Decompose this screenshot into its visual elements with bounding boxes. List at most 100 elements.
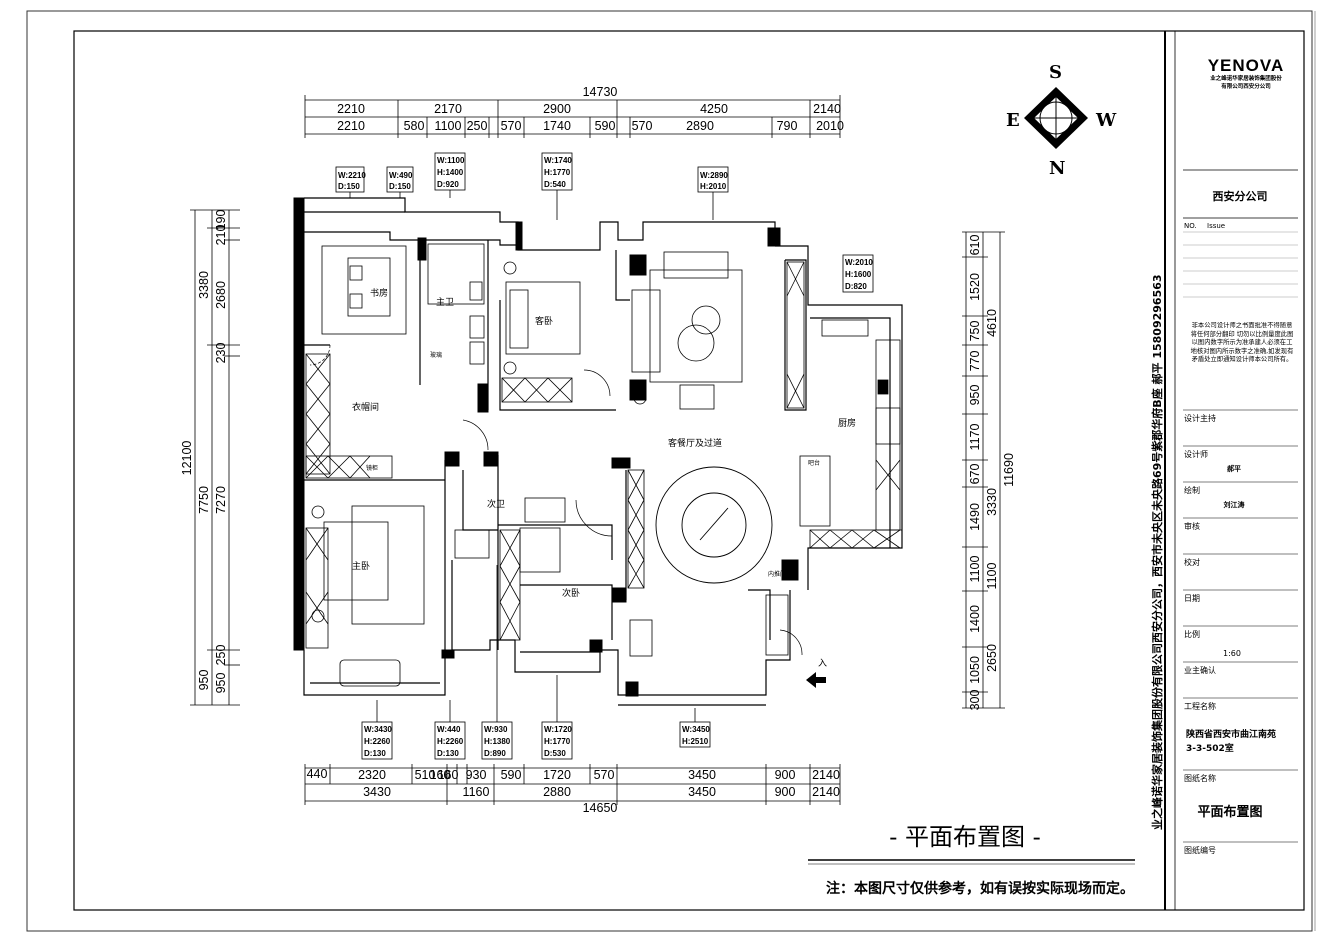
dim-bot-r1: 2140	[812, 768, 840, 782]
dim-bot-r2: 3430	[363, 785, 391, 799]
dim-right-c1: 1520	[968, 273, 982, 301]
designer-name: 郝平	[1227, 464, 1241, 473]
room-cloakroom: 衣帽间	[352, 401, 379, 413]
dim-bot-r2: 2880	[543, 785, 571, 799]
dim-left-c3: 210	[214, 225, 228, 246]
notice-text: 非本公司设计师之书面批准不得随意将任何部分翻印 切勿以比例量度此图以图内数字所示…	[1190, 322, 1294, 363]
door-swings	[309, 344, 803, 656]
dim-left-c1: 7750	[197, 486, 211, 514]
notice-box: 非本公司设计师之书面批准不得随意将任何部分翻印 切勿以比例量度此图以图内数字所示…	[1190, 322, 1294, 363]
dim-top-r2: 570	[501, 119, 522, 133]
dim-bot-total: 14650	[583, 801, 618, 815]
svg-text:H:1400: H:1400	[437, 168, 464, 177]
dim-right-c2: 2650	[985, 644, 999, 672]
bottom-dimensions: 440 2320 510 160 160 930 590 1720 570 34…	[304, 764, 841, 815]
vertical-company-text: 业之峰诺华家居装饰集团股份有限公司西安分公司，西安市未央区未央路69号紫郡华府B…	[1150, 274, 1164, 830]
right-dimensions: 610 1520 750 770 950 1170 670 1490 1100 …	[962, 231, 1016, 711]
window-tag: W:2890 H:2010	[697, 166, 728, 220]
room-second-bath: 次卫	[487, 498, 505, 510]
dim-bot-r1: 440	[307, 767, 328, 781]
room-second-bedroom: 次卧	[562, 587, 580, 599]
dim-bot-r1: 2320	[358, 768, 386, 782]
svg-text:H:1770: H:1770	[544, 168, 571, 177]
svg-text:W:3430: W:3430	[364, 725, 392, 734]
dim-right-total: 11690	[1002, 453, 1016, 487]
dim-top-r2: 570	[632, 119, 653, 133]
svg-text:D:820: D:820	[845, 282, 867, 291]
svg-text:D:540: D:540	[544, 180, 566, 189]
issue-label: Issue	[1207, 222, 1225, 230]
no-label: NO.	[1184, 222, 1197, 230]
svg-text:W:3450: W:3450	[682, 725, 710, 734]
dim-top-r2: 580	[404, 119, 425, 133]
dim-right-c1: 1050	[968, 656, 982, 684]
label-sliding-door: 内推门	[768, 570, 786, 578]
dim-top-r1: 2900	[543, 102, 571, 116]
drafter-label: 绘制	[1184, 485, 1200, 495]
drawing-name: 平面布置图	[1197, 804, 1262, 820]
inner-frame	[73, 30, 1305, 911]
wall-left	[293, 197, 305, 651]
svg-text:D:920: D:920	[437, 180, 459, 189]
drawing-title: - 平面布置图 -	[889, 823, 1040, 851]
review-label: 审核	[1184, 521, 1200, 531]
dim-left-c1: 950	[197, 670, 211, 691]
window-tags-bottom: W:3430 H:2260 D:130 W:440 H:2260 D:130 W…	[361, 565, 710, 760]
svg-text:D:530: D:530	[544, 749, 566, 758]
dim-left-c3: 190	[214, 210, 228, 231]
label-bar: 吧台	[808, 459, 820, 467]
room-labels: 书房 主卫 客卧 衣帽间 客餐厅及过道 厨房 次卫 主卧 次卧 镜柜 玻璃 吧台…	[352, 287, 856, 669]
room-living: 客餐厅及过道	[668, 437, 722, 449]
window-tag: W:3430 H:2260 D:130	[361, 700, 392, 760]
dim-bot-r1: 930	[466, 768, 487, 782]
dim-right-c2: 1100	[985, 563, 999, 590]
label-glass: 玻璃	[430, 351, 442, 359]
drawing-no-label: 图纸编号	[1184, 845, 1216, 855]
svg-text:W:1740: W:1740	[544, 156, 572, 165]
svg-text:W:2210: W:2210	[338, 171, 366, 180]
svg-text:W:2890: W:2890	[700, 171, 728, 180]
dim-left-c2: 2680	[214, 281, 228, 309]
dim-top-r2: 1740	[543, 119, 571, 133]
scale-label: 比例	[1184, 629, 1200, 639]
window-tag: W:2010 H:1600 D:820	[842, 254, 873, 293]
project-line1: 陕西省西安市曲江南苑	[1186, 728, 1276, 740]
logo-subtitle: 业之峰诺华家居装饰集团股份	[1210, 74, 1282, 82]
svg-text:W:930: W:930	[484, 725, 508, 734]
room-master-bath: 主卫	[436, 296, 454, 308]
dim-left-c2: 230	[214, 343, 228, 364]
dim-top-r1: 2140	[813, 102, 841, 116]
window-tags-top: W:2210 D:150 W:490 D:150 W:1100 H:1400 D…	[335, 152, 873, 293]
dim-top-r2: 590	[595, 119, 616, 133]
design-lead-label: 设计主持	[1184, 413, 1216, 423]
room-guest-bedroom: 客卧	[535, 315, 553, 327]
dim-top-r2: 250	[467, 119, 488, 133]
svg-text:W:1100: W:1100	[437, 156, 465, 165]
dim-right-c1: 670	[968, 464, 982, 485]
dim-right-c2: 4610	[985, 309, 999, 337]
dim-right-c1: 300	[968, 690, 982, 711]
top-dimensions: 14730 2210 2170 2900 4250 2140 2210 580 …	[304, 85, 844, 138]
date-label: 日期	[1184, 594, 1200, 603]
owner-label: 业主确认	[1184, 665, 1216, 675]
designer-label: 设计师	[1184, 449, 1208, 459]
svg-text:D:150: D:150	[389, 182, 411, 191]
dim-top-total: 14730	[583, 85, 618, 99]
scale-value: 1:60	[1223, 649, 1241, 658]
dim-left-c1: 3380	[197, 271, 211, 299]
dim-bot-r1: 160	[438, 768, 459, 782]
room-master-bedroom: 主卧	[352, 560, 370, 572]
svg-text:H:1770: H:1770	[544, 737, 571, 746]
window-tag: W:2210 D:150	[335, 166, 366, 198]
dim-bot-r1: 900	[775, 768, 796, 782]
dim-right-c1: 1490	[968, 503, 982, 531]
dim-right-c1: 1100	[968, 556, 982, 583]
dim-right-c1: 1400	[968, 605, 982, 633]
branch-name: 西安分公司	[1213, 189, 1268, 203]
dim-bot-r2: 3450	[688, 785, 716, 799]
dim-bot-r1: 3450	[688, 768, 716, 782]
room-study: 书房	[370, 287, 388, 299]
dim-top-r2: 2210	[337, 119, 365, 133]
dim-bot-r2: 900	[775, 785, 796, 799]
dim-bot-r1: 510	[415, 768, 436, 782]
